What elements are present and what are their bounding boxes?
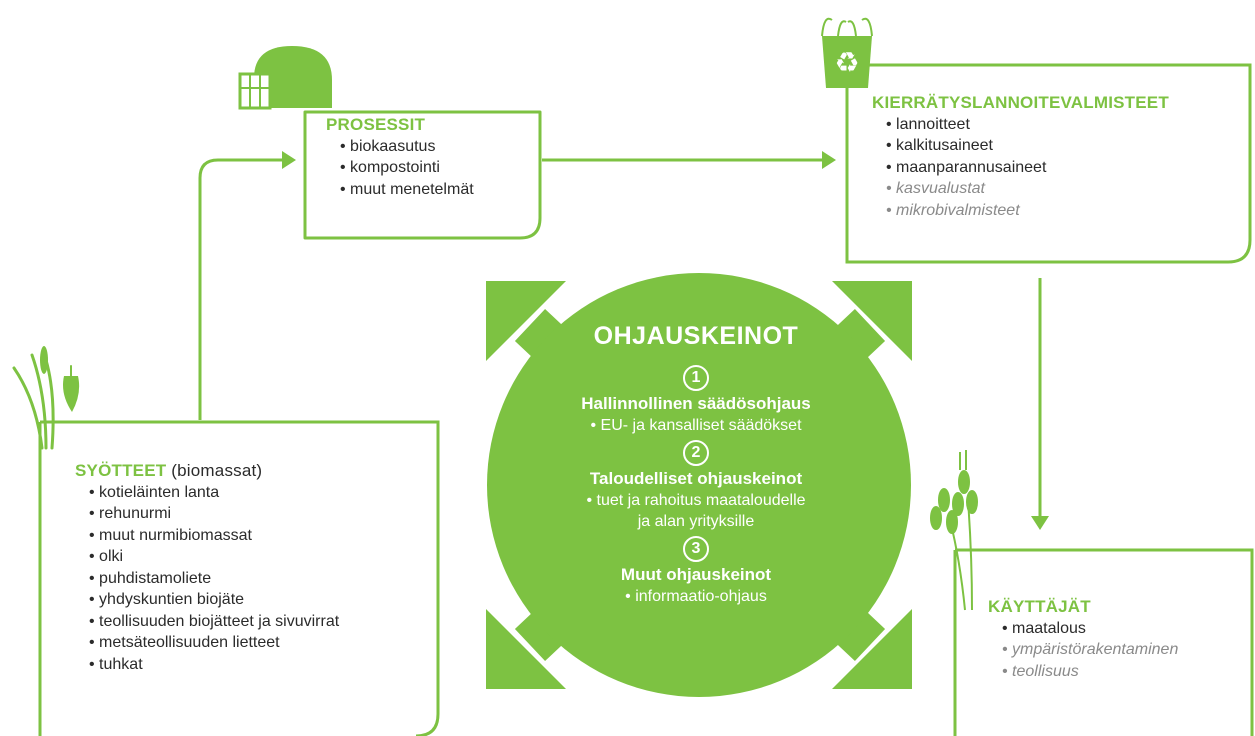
list-item: puhdistamoliete <box>89 568 339 590</box>
arrow-top-right <box>832 281 912 361</box>
processes-block: PROSESSIT biokaasutus kompostointi muut … <box>326 114 474 200</box>
steering-circle <box>487 273 911 697</box>
arrowhead-processes <box>282 151 296 169</box>
list-item: mikrobivalmisteet <box>886 200 1169 222</box>
number-badge: 1 <box>683 365 709 391</box>
inputs-block: SYÖTTEET (biomassat) kotieläinten lanta … <box>75 460 339 675</box>
number-badge: 3 <box>683 536 709 562</box>
processes-heading: PROSESSIT <box>326 115 426 134</box>
steering-title: OHJAUSKEINOT <box>593 322 799 350</box>
arrow-inputs-to-processes <box>198 158 288 420</box>
list-item: ympäristörakentaminen <box>1002 639 1178 661</box>
inputs-heading-label: SYÖTTEET <box>75 461 167 480</box>
list-item: teollisuuden biojätteet ja sivuvirrat <box>89 611 339 633</box>
list-item: kasvualustat <box>886 178 1169 200</box>
steering-group-title: Taloudelliset ohjauskeinot <box>589 469 803 488</box>
list-item: biokaasutus <box>340 136 474 158</box>
users-box <box>953 548 1254 736</box>
steering-group-item-cont: ja alan yrityksille <box>637 513 755 530</box>
recycled-fertilizers-box <box>845 63 1252 264</box>
number-badge: 2 <box>683 440 709 466</box>
steering-group-item: • informaatio-ohjaus <box>625 588 767 605</box>
list-item: lannoitteet <box>886 114 1169 136</box>
arrowhead-users <box>1031 516 1049 530</box>
list-item: maatalous <box>1002 618 1178 640</box>
steering-content: OHJAUSKEINOT 1 Hallinnollinen säädösohja… <box>492 322 900 607</box>
recycled-fertilizers-block: KIERRÄTYSLANNOITEVALMISTEET lannoitteet … <box>872 92 1169 221</box>
list-item: kalkitusaineet <box>886 135 1169 157</box>
steering-group-title: Hallinnollinen säädösohjaus <box>581 394 811 413</box>
list-item: muut nurmibiomassat <box>89 525 339 547</box>
steering-group-title: Muut ohjauskeinot <box>620 565 772 584</box>
arrow-bottom-left <box>486 609 566 689</box>
list-item: tuhkat <box>89 654 339 676</box>
list-item: teollisuus <box>1002 661 1178 683</box>
list-item: muut menetelmät <box>340 179 474 201</box>
steering-group-item: • EU- ja kansalliset säädökset <box>590 417 802 434</box>
inputs-heading-sub: (biomassat) <box>171 461 263 480</box>
wheat-icon <box>930 450 978 611</box>
greenhouse-icon <box>238 46 332 110</box>
users-block: KÄYTTÄJÄT maatalous ympäristörakentamine… <box>988 596 1178 682</box>
reeds-apple-core-icon <box>12 346 80 450</box>
recycled-fertilizers-heading: KIERRÄTYSLANNOITEVALMISTEET <box>872 93 1169 112</box>
steering-graphic <box>486 273 912 697</box>
recycling-bag-icon: ♻ <box>821 17 873 88</box>
list-item: metsäteollisuuden lietteet <box>89 632 339 654</box>
arrow-top-left <box>486 281 566 361</box>
svg-text:♻: ♻ <box>834 46 859 79</box>
list-item: olki <box>89 546 339 568</box>
list-item: kompostointi <box>340 157 474 179</box>
arrow-bottom-right <box>832 609 912 689</box>
users-heading: KÄYTTÄJÄT <box>988 597 1091 616</box>
list-item: yhdyskuntien biojäte <box>89 589 339 611</box>
inputs-heading: SYÖTTEET (biomassat) <box>75 460 339 482</box>
processes-box <box>303 110 542 240</box>
steering-group-item: • tuet ja rahoitus maataloudelle <box>586 492 806 509</box>
list-item: maanparannusaineet <box>886 157 1169 179</box>
arrowhead-fertilizers <box>822 151 836 169</box>
list-item: rehunurmi <box>89 503 339 525</box>
list-item: kotieläinten lanta <box>89 482 339 504</box>
